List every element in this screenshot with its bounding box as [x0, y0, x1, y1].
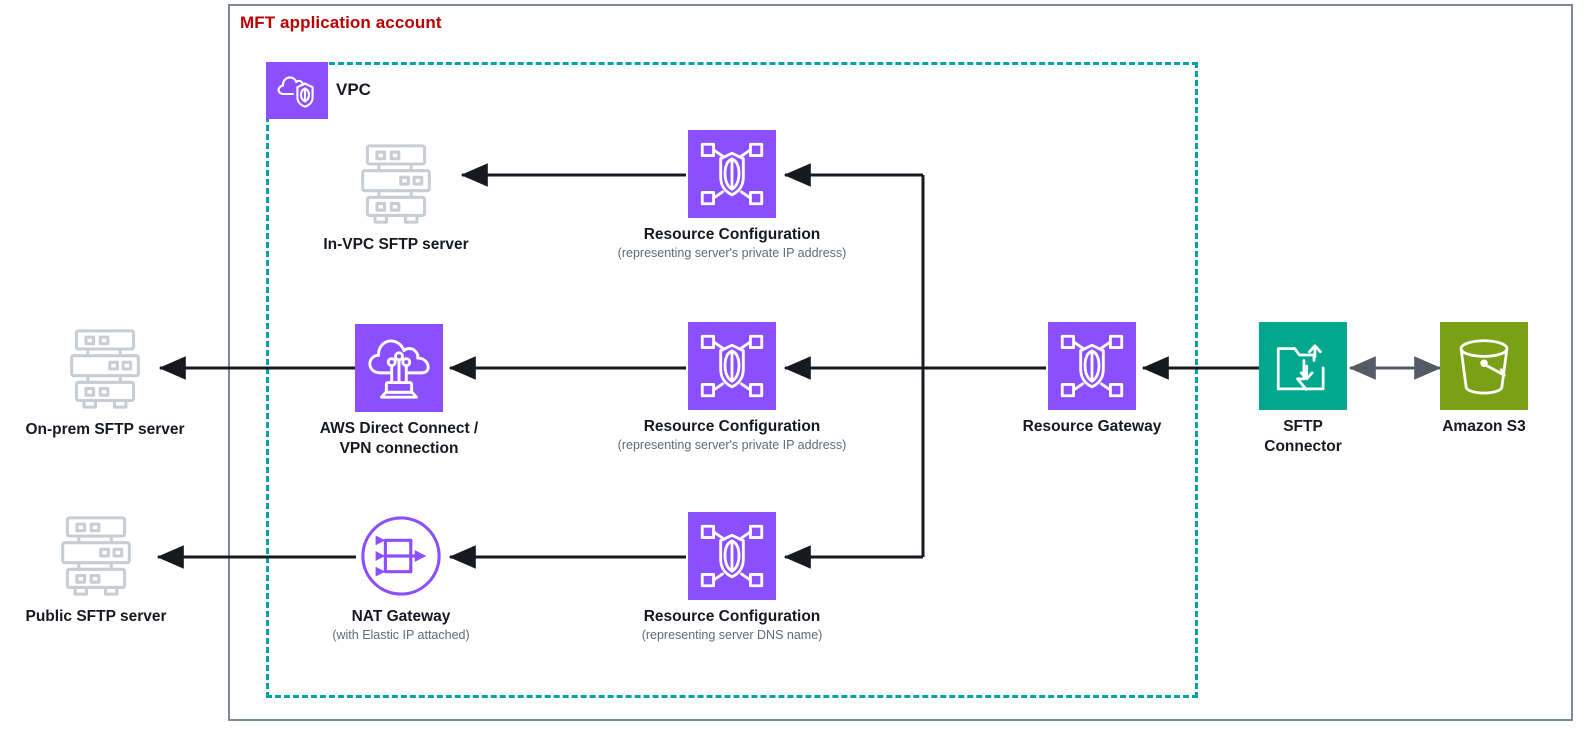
node-title: Resource Gateway — [1022, 418, 1162, 435]
node-title: Amazon S3 — [1442, 418, 1526, 435]
node-subtitle: (representing server's private IP addres… — [617, 438, 847, 453]
vpc-label: VPC — [336, 80, 371, 99]
server-rack-icon — [52, 512, 140, 600]
node-in-vpc-sftp-server[interactable]: In-VPC SFTP server — [286, 140, 506, 256]
node-sftp-connector[interactable]: SFTP Connector — [1193, 322, 1413, 459]
node-subtitle: (representing server's private IP addres… — [617, 246, 847, 261]
node-title: Resource Configuration — [643, 226, 821, 243]
server-rack-icon — [61, 325, 149, 413]
s3-bucket-icon — [1440, 322, 1528, 410]
node-subtitle: (with Elastic IP attached) — [332, 628, 470, 643]
node-title: Resource Configuration — [643, 608, 821, 625]
node-title: NAT Gateway — [351, 608, 451, 625]
node-title: In-VPC SFTP server — [323, 236, 469, 253]
direct-connect-icon — [355, 324, 443, 412]
resource-gateway-icon — [1048, 322, 1136, 410]
node-resource-configuration-middle[interactable]: Resource Configuration (representing ser… — [618, 322, 846, 454]
mft-application-account-title: MFT application account — [240, 13, 442, 32]
node-public-sftp-server[interactable]: Public SFTP server — [0, 512, 206, 628]
resource-configuration-icon — [688, 512, 776, 600]
vpc-boundary — [266, 62, 1198, 698]
node-resource-gateway[interactable]: Resource Gateway — [982, 322, 1202, 438]
server-rack-icon — [352, 140, 440, 228]
node-aws-direct-connect-vpn[interactable]: AWS Direct Connect / VPN connection — [289, 324, 509, 461]
node-resource-configuration-bottom[interactable]: Resource Configuration (representing ser… — [622, 512, 842, 644]
node-title: SFTP Connector — [1264, 418, 1342, 456]
node-title: AWS Direct Connect / VPN connection — [319, 420, 479, 458]
node-title: Public SFTP server — [25, 608, 167, 625]
mft-application-account-boundary — [228, 4, 1573, 721]
node-title: Resource Configuration — [643, 418, 821, 435]
resource-configuration-icon — [688, 130, 776, 218]
node-subtitle: (representing server DNS name) — [641, 628, 823, 643]
node-nat-gateway[interactable]: NAT Gateway (with Elastic IP attached) — [291, 512, 511, 644]
vpc-icon — [266, 62, 328, 119]
resource-configuration-icon — [688, 322, 776, 410]
sftp-connector-icon — [1259, 322, 1347, 410]
node-resource-configuration-top[interactable]: Resource Configuration (representing ser… — [618, 130, 846, 262]
nat-gateway-icon — [357, 512, 445, 600]
node-on-prem-sftp-server[interactable]: On-prem SFTP server — [0, 325, 215, 441]
node-title: On-prem SFTP server — [25, 421, 185, 438]
node-amazon-s3[interactable]: Amazon S3 — [1374, 322, 1588, 438]
